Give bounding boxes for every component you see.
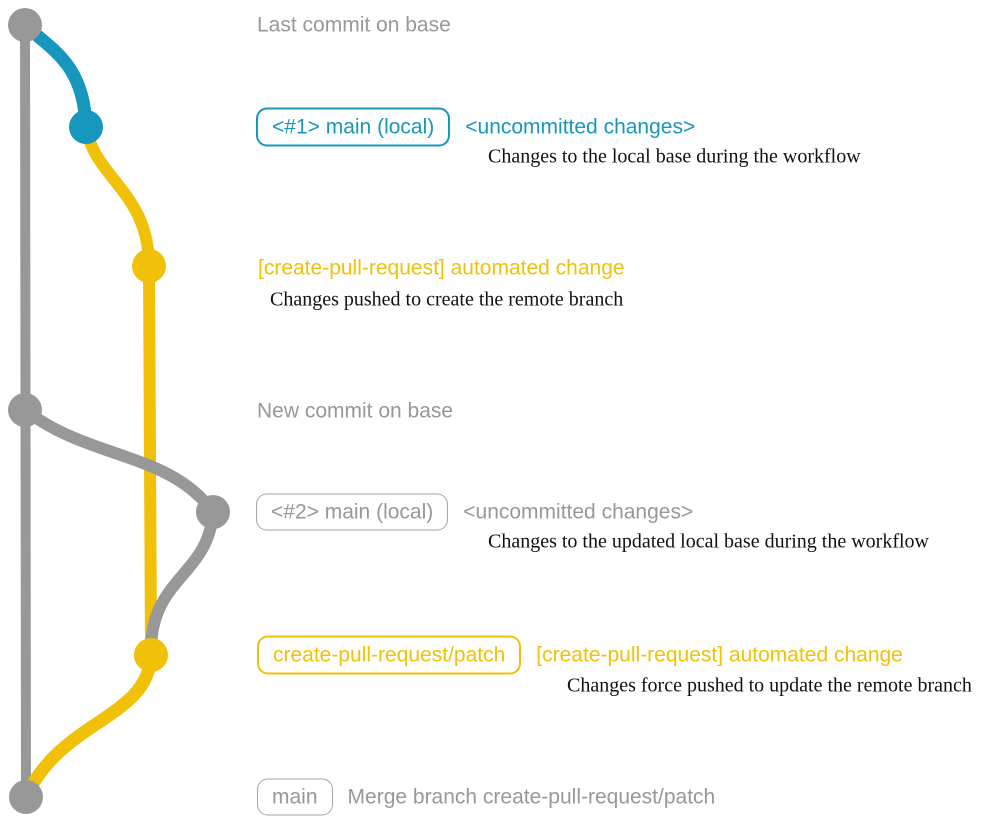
commit-note-local-1: Changes to the local base during the wor… [488,145,861,168]
branch-label-main: main [257,778,333,816]
commit-dot-patch-2 [134,638,168,672]
commit-row-patch-1: [create-pull-request] automated change [258,255,625,280]
commit-message-local-2: <uncommitted changes> [463,500,694,524]
patch-merge-curve [20,648,158,802]
branch-label-patch: create-pull-request/patch [257,635,522,675]
commit-row-new-base: New commit on base [257,398,453,423]
commit-note-patch-1: Changes pushed to create the remote bran… [270,288,624,311]
commit-message-local-1: <uncommitted changes> [465,115,696,139]
local2-to-patch-curve [145,506,219,656]
commit-message-patch-1: [create-pull-request] automated change [258,256,625,280]
branch-label-main-local-2: <#2> main (local) [256,493,449,531]
commit-dot-patch-1 [132,249,166,283]
commit-note-local-2: Changes to the updated local base during… [488,530,929,553]
commit-graph [8,8,230,814]
commit-row-local-1: <#1> main (local) <uncommitted changes> [256,107,696,147]
commit-dot-merge [9,780,43,814]
commit-note-patch-2: Changes force pushed to update the remot… [567,674,972,697]
base-to-local2-curve [19,404,219,518]
commit-row-merge: main Merge branch create-pull-request/pa… [257,778,716,816]
commit-dot-local-2 [196,495,230,529]
commit-row-local-2: <#2> main (local) <uncommitted changes> [256,493,694,531]
commit-row-last-base: Last commit on base [257,12,451,37]
branch-label-main-local-1: <#1> main (local) [256,107,451,147]
commit-dot-local-1 [69,110,103,144]
commit-dot-last-base [8,8,42,42]
commit-row-patch-2: create-pull-request/patch [create-pull-r… [257,635,903,675]
commit-message-last-base: Last commit on base [257,13,451,37]
commit-message-patch-2: [create-pull-request] automated change [536,643,903,667]
commit-dot-new-base [8,393,42,427]
commit-message-merge: Merge branch create-pull-request/patch [347,785,716,809]
patch-branch-line [80,121,157,656]
commit-message-new-base: New commit on base [257,399,454,423]
local-branch-curve [18,18,93,134]
